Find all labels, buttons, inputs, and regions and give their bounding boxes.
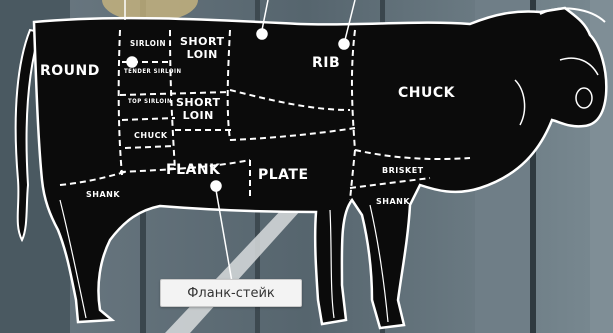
cut-label-sirloin: SIRLOIN <box>130 40 166 48</box>
short-loin-mid-line2: LOIN <box>176 110 220 121</box>
cut-label-shank-front: SHANK <box>376 198 410 206</box>
cut-label-rib: RIB <box>312 56 340 70</box>
flank-steak-caption: Фланк-стейк <box>160 279 302 307</box>
cut-label-chuck-small: CHUCK <box>134 132 168 140</box>
cut-label-chuck: CHUCK <box>398 86 455 100</box>
cut-label-round: ROUND <box>40 64 100 78</box>
short-loin-top-line2: LOIN <box>180 49 224 60</box>
cut-label-top-sirloin: TOP SIRLOIN <box>128 99 172 105</box>
cut-label-plate: PLATE <box>258 168 309 182</box>
short-loin-mid-line1: SHORT <box>176 97 220 108</box>
cut-label-tender-sirloin: TENDER SIRLOIN <box>124 69 181 75</box>
cut-label-short-loin-mid: SHORT LOIN <box>176 97 220 121</box>
cut-label-brisket: BRISKET <box>382 167 424 175</box>
cut-label-short-loin-top: SHORT LOIN <box>180 36 224 60</box>
cut-label-flank: FLANK <box>166 163 220 177</box>
cut-label-shank-rear: SHANK <box>86 191 120 199</box>
short-loin-top-line1: SHORT <box>180 36 224 47</box>
